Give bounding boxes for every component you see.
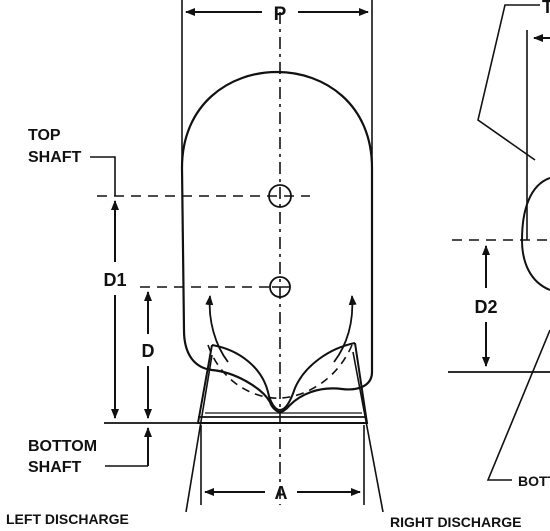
left-discharge-label: LEFT DISCHARGE xyxy=(6,511,129,527)
t-leader xyxy=(477,4,540,161)
d2-label: D2 xyxy=(474,297,497,317)
right-discharge-label: RIGHT DISCHARGE xyxy=(390,514,521,530)
fan-housing-outline xyxy=(180,70,374,414)
right-rotation-arrow xyxy=(333,295,357,363)
left-discharge-leader xyxy=(185,354,213,513)
top-shaft-leader xyxy=(90,156,116,196)
p-label: P xyxy=(274,4,287,25)
bottom-partial-label: BOTT xyxy=(518,473,550,489)
left-rotation-arrow xyxy=(205,295,229,363)
bottom-partial-leader xyxy=(486,329,550,481)
left-discharge-curve xyxy=(211,344,281,411)
d-label: D xyxy=(142,341,155,361)
bottom-shaft-label-line2: SHAFT xyxy=(28,459,82,476)
housing-inner-dashed xyxy=(207,344,353,399)
t-label: T xyxy=(542,0,550,17)
right-fan-view-partial xyxy=(448,4,550,481)
a-label: A xyxy=(275,483,288,503)
top-shaft-label-line1: TOP xyxy=(28,127,61,144)
right-discharge-leader xyxy=(352,351,384,513)
left-fan-view xyxy=(90,0,384,513)
bottom-shaft-label-line1: BOTTOM xyxy=(28,438,97,455)
top-shaft-label-line2: SHAFT xyxy=(28,149,82,166)
right-discharge-curve xyxy=(279,342,356,411)
d1-label: D1 xyxy=(103,270,126,290)
base-stand xyxy=(196,342,369,424)
